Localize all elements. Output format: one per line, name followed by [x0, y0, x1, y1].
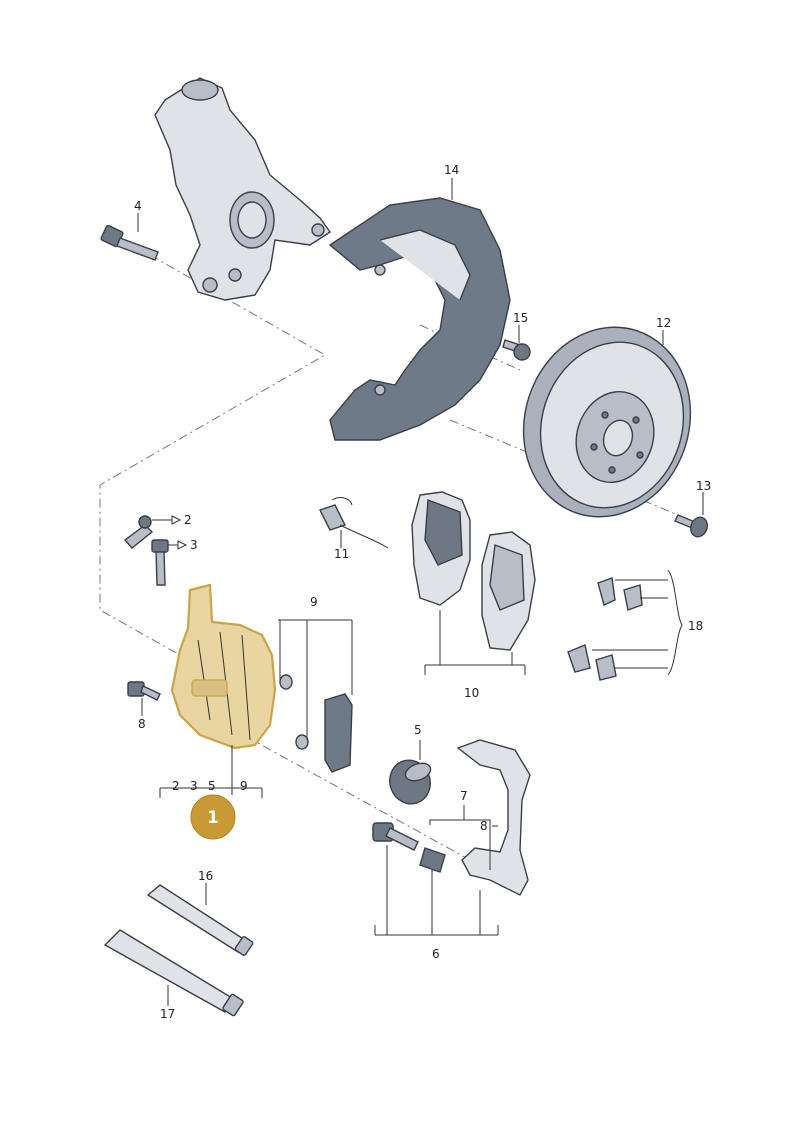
brake-disc[interactable]: [499, 305, 714, 538]
grease-tube-17[interactable]: [103, 929, 244, 1017]
brake-pad-outer[interactable]: [411, 491, 471, 606]
bolt-15[interactable]: [502, 339, 531, 361]
callout-8-guide: 8: [480, 819, 488, 833]
callout-group-5: 5: [208, 779, 216, 793]
callout-14: 14: [444, 163, 459, 177]
callout-5: 5: [414, 723, 422, 737]
bolt-3[interactable]: [151, 539, 169, 586]
badge-1-label: 1: [207, 808, 219, 828]
callout-18: 18: [688, 619, 703, 633]
callout-3: 3: [190, 538, 198, 552]
part-badge-1[interactable]: 1: [190, 794, 236, 840]
callout-7: 7: [460, 789, 468, 803]
callout-group-9: 9: [240, 779, 248, 793]
guide-bolt[interactable]: [372, 822, 419, 851]
steering-knuckle[interactable]: [154, 77, 331, 301]
callout-2: 2: [184, 513, 192, 527]
bolt-4[interactable]: [100, 224, 159, 261]
caliper-carrier[interactable]: [456, 739, 531, 896]
callout-group-2: 2: [172, 779, 180, 793]
brake-pad-inner[interactable]: [481, 531, 536, 651]
callout-4: 4: [134, 199, 142, 213]
callout-16: 16: [198, 869, 213, 883]
callout-9-top: 9: [310, 595, 318, 609]
guide-bushing[interactable]: [384, 754, 437, 809]
callout-17: 17: [160, 1007, 175, 1021]
callout-group-3: 3: [190, 779, 198, 793]
brake-caliper[interactable]: [170, 583, 277, 750]
dust-caps-9[interactable]: [279, 674, 309, 750]
callout-11: 11: [334, 547, 349, 561]
callout-12: 12: [656, 316, 671, 330]
cover-plate-9[interactable]: [324, 693, 353, 773]
callout-15: 15: [513, 311, 528, 325]
guide-sleeve[interactable]: [419, 847, 446, 873]
bleeder-screw-2[interactable]: [123, 515, 154, 549]
bolt-8[interactable]: [127, 681, 161, 701]
callout-13: 13: [696, 479, 711, 493]
callout-6: 6: [432, 947, 440, 961]
assembly-dashed-line: [99, 254, 691, 861]
screw-13[interactable]: [674, 514, 710, 539]
wear-sensor[interactable]: [319, 497, 389, 549]
splash-shield[interactable]: [328, 197, 511, 441]
callout-8: 8: [138, 717, 146, 731]
pad-clips[interactable]: [567, 577, 643, 681]
callout-10: 10: [464, 686, 479, 700]
grease-tube-16[interactable]: [146, 884, 254, 956]
